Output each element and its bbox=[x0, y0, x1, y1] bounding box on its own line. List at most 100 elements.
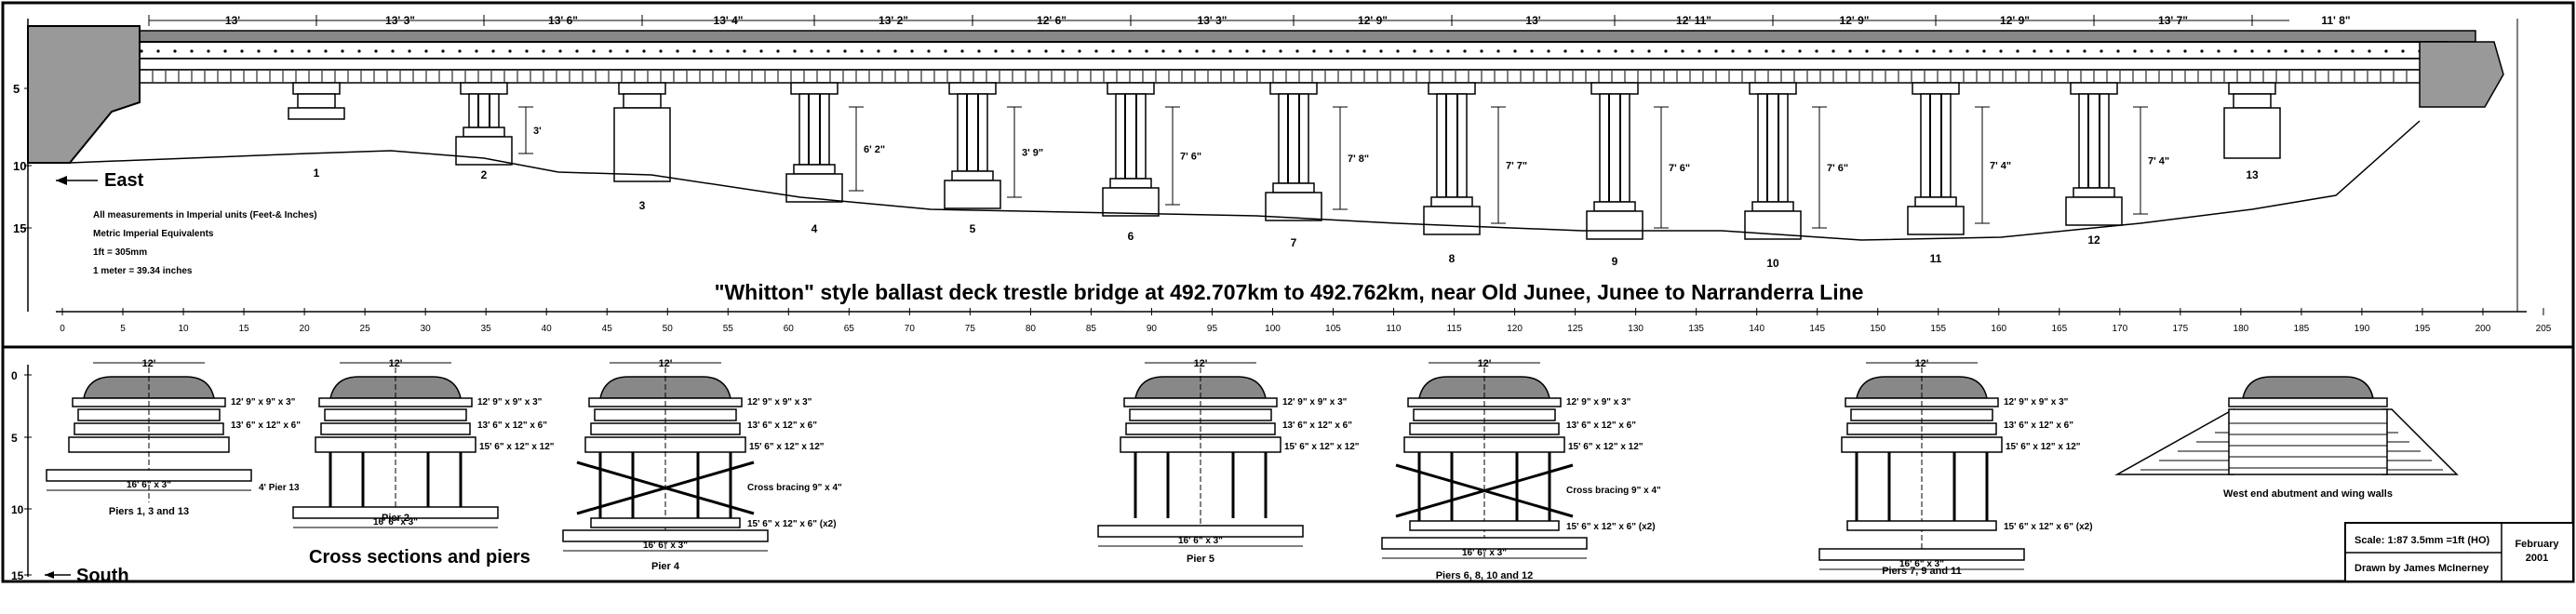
deck-bolt bbox=[1027, 49, 1031, 53]
elev-scale-tick-label: 40 bbox=[542, 324, 553, 334]
pier-6: 6 bbox=[1102, 82, 1160, 243]
deck-bolt bbox=[1647, 49, 1651, 53]
deck-bolt bbox=[190, 49, 194, 53]
deck-bolt bbox=[1161, 49, 1165, 53]
pier-height: 7' 6" bbox=[1827, 163, 1848, 174]
elev-scale-tick-label: 130 bbox=[1628, 324, 1644, 334]
pier-footing bbox=[1265, 192, 1322, 221]
deck-bolt bbox=[910, 49, 914, 53]
elev-scale-tick-label: 15 bbox=[239, 324, 250, 334]
deck-bolt bbox=[424, 49, 428, 53]
pier-cap bbox=[1590, 82, 1639, 95]
deck-bolt bbox=[1346, 49, 1349, 53]
elev-scale-tick-label: 180 bbox=[2234, 324, 2249, 334]
deck-bolt bbox=[1530, 49, 1534, 53]
cross-section: 12'12' 9" x 9" x 3"13' 6" x 12" x 6"15' … bbox=[292, 358, 555, 528]
pier-sill bbox=[1914, 196, 1957, 207]
deck-bolt bbox=[1379, 49, 1383, 53]
deck-bolt bbox=[274, 49, 277, 53]
deck-bolt bbox=[2401, 49, 2405, 53]
deck-bolt bbox=[1614, 49, 1617, 53]
span-dimension: 12' 9" bbox=[2000, 14, 2030, 27]
deck-bolt bbox=[2200, 49, 2204, 53]
deck-bolts bbox=[73, 49, 2438, 82]
cs-width-label: 12' bbox=[389, 358, 403, 369]
cs-width-label: 12' bbox=[142, 358, 156, 369]
deck-bolt bbox=[776, 49, 780, 53]
elev-scale-tick-label: 5 bbox=[120, 324, 126, 334]
deck-bolt bbox=[173, 49, 177, 53]
pier-cap bbox=[2070, 82, 2118, 95]
deck-bolt bbox=[1865, 49, 1869, 53]
deck-bolt bbox=[2351, 49, 2355, 53]
pier-sill bbox=[951, 170, 994, 181]
deck-bolt bbox=[1547, 49, 1550, 53]
span-dimension: 12' 11" bbox=[1676, 14, 1711, 27]
deck-bolt bbox=[1999, 49, 2003, 53]
elev-scale-tick-label: 25 bbox=[360, 324, 371, 334]
pier-footing bbox=[1907, 206, 1965, 235]
cs-beam-label: 15' 6" x 12" x 12" bbox=[749, 442, 825, 452]
elev-scale-tick-label: 100 bbox=[1265, 324, 1281, 334]
cs-caption: Piers 1, 3 and 13 bbox=[109, 506, 189, 517]
scale-text: Scale: 1:87 3.5mm =1ft (HO) bbox=[2355, 535, 2490, 546]
elev-scale-tick-label: 65 bbox=[844, 324, 855, 334]
cs-caption: Piers 6, 8, 10 and 12 bbox=[1436, 570, 1534, 581]
span-dimension: 12' 9" bbox=[1840, 14, 1870, 27]
deck-bolt bbox=[2250, 49, 2254, 53]
pier-height: 7' 6" bbox=[1180, 152, 1201, 163]
abutment-deck bbox=[2228, 397, 2388, 407]
cs-sill-label: 16' 6" x 3" bbox=[373, 517, 418, 527]
pier-legs bbox=[1436, 93, 1468, 198]
pier-legs bbox=[1599, 93, 1630, 203]
pier-number: 9 bbox=[1612, 255, 1618, 268]
outer-border bbox=[1, 1, 2575, 583]
abutment-caption: West end abutment and wing walls bbox=[2223, 488, 2393, 500]
cs-width-label: 12' bbox=[1478, 358, 1492, 369]
deck-bolt bbox=[877, 49, 880, 53]
elev-scale-tick-label: 0 bbox=[60, 324, 65, 334]
deck-bolt bbox=[759, 49, 763, 53]
deck-bolt bbox=[977, 49, 981, 53]
deck-bolt bbox=[1128, 49, 1132, 53]
deck-bolt bbox=[1831, 49, 1835, 53]
span-dimension: 13' 4" bbox=[714, 14, 744, 27]
cs-beam-label: 15' 6" x 12" x 12" bbox=[1568, 442, 1644, 452]
pier-height: 6' 2" bbox=[864, 144, 885, 155]
deck-bolt bbox=[2384, 49, 2388, 53]
notes-block: All measurements in Imperial units (Feet… bbox=[93, 210, 317, 276]
elev-scale-tick-label: 170 bbox=[2112, 324, 2127, 334]
span-dimension: 13' 7" bbox=[2158, 14, 2188, 27]
date-year: 2001 bbox=[2526, 553, 2548, 564]
elev-scale-tick-label: 185 bbox=[2294, 324, 2310, 334]
deck-bolt bbox=[1480, 49, 1483, 53]
date-month: February bbox=[2515, 539, 2559, 550]
cs-width-label: 12' bbox=[1194, 358, 1208, 369]
pier-sill bbox=[793, 164, 836, 175]
span-dimension: 13' bbox=[225, 14, 240, 27]
deck-bolt bbox=[1580, 49, 1584, 53]
cs-beam-label: 13' 6" x 12" x 6" bbox=[1566, 420, 1636, 431]
pier-height: 3' bbox=[533, 126, 542, 137]
deck-bolt bbox=[1630, 49, 1634, 53]
elev-scale-tick-label: 105 bbox=[1325, 324, 1341, 334]
pier-cap bbox=[1912, 82, 1960, 95]
drawing-title: "Whitton" style ballast deck trestle bri… bbox=[715, 280, 1864, 304]
pier-legs bbox=[957, 93, 988, 172]
deck-bolt bbox=[525, 49, 529, 53]
deck-bolt bbox=[2100, 49, 2103, 53]
elev-scale-tick-label: 140 bbox=[1749, 324, 1764, 334]
pier-11: 11 bbox=[1907, 82, 1965, 265]
elev-scale-tick-label: 155 bbox=[1930, 324, 1946, 334]
deck-bolt bbox=[1982, 49, 1986, 53]
elev-scale-tick-label: 165 bbox=[2051, 324, 2067, 334]
deck-bolt bbox=[1882, 49, 1885, 53]
deck-bolt bbox=[2083, 49, 2086, 53]
pier-9: 9 bbox=[1586, 82, 1644, 268]
deck-bolt bbox=[1748, 49, 1751, 53]
abutment-face bbox=[2228, 408, 2388, 475]
cross-section: 12'12' 9" x 9" x 3"13' 6" x 12" x 6"15' … bbox=[1818, 358, 2093, 577]
